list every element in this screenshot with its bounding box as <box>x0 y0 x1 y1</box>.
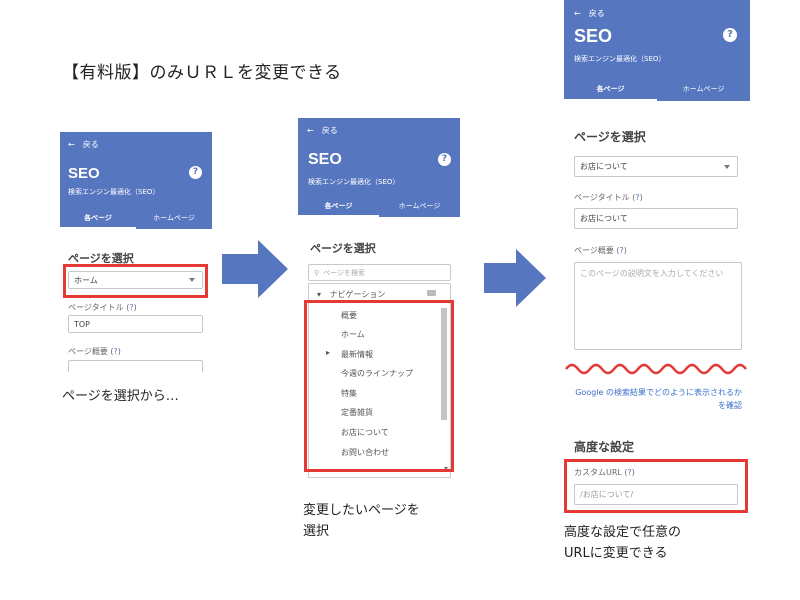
nav-group-label: ナビゲーション <box>329 290 386 299</box>
tab-homepage[interactable]: ホームページ <box>682 85 725 93</box>
caption-step2: 変更したいページを 選択 <box>303 503 420 539</box>
tab-homepage[interactable]: ホームページ <box>398 202 441 210</box>
page-select-value: ホーム <box>74 275 98 285</box>
back-link[interactable]: ← 戻る <box>68 140 99 149</box>
chevron-down-icon <box>724 164 730 169</box>
cut-wave-divider <box>565 363 747 375</box>
help-icon[interactable]: ? <box>189 166 202 179</box>
seo-panel-step3: ← 戻る SEO ? 検索エンジン最適化（SEO） 各ページ ホームページ ペー… <box>564 0 750 515</box>
caret-right-icon[interactable]: ▸ <box>326 348 331 357</box>
page-summary-label: ページ概要 (?) <box>68 347 121 356</box>
caret-down-icon: ▾ <box>317 290 322 299</box>
summary-placeholder: このページの説明文を入力してください <box>580 269 724 278</box>
advanced-settings-heading: 高度な設定 <box>574 440 635 454</box>
list-item[interactable]: 今週のラインナップ <box>341 369 413 378</box>
help-icon[interactable]: ? <box>619 246 624 255</box>
list-item[interactable]: お店について <box>341 428 389 437</box>
chevron-down-icon[interactable]: ▾ <box>443 464 448 473</box>
seo-subtitle: 検索エンジン最適化（SEO） <box>574 55 666 63</box>
google-preview-link[interactable]: Google の検索結果でどのように表示されるかを確認 <box>575 388 742 410</box>
highlight-select-step1 <box>63 264 208 298</box>
list-item[interactable]: 定番雑貨 <box>341 408 373 417</box>
help-icon[interactable]: ? <box>113 347 118 356</box>
custom-url-field[interactable]: /お店について/ <box>574 484 738 505</box>
seo-subtitle: 検索エンジン最適化（SEO） <box>68 188 160 196</box>
chevron-down-icon <box>189 278 195 282</box>
page-heading: 【有料版】のみＵＲＬを変更できる <box>62 63 342 83</box>
seo-subtitle: 検索エンジン最適化（SEO） <box>308 178 400 186</box>
select-page-heading: ページを選択 <box>310 242 376 255</box>
list-item[interactable]: お問い合わせ <box>341 448 389 457</box>
seo-title: SEO <box>574 26 613 46</box>
help-icon[interactable]: ? <box>723 28 737 42</box>
highlight-custom-url <box>564 459 748 513</box>
page-title-field[interactable]: お店について <box>574 208 738 229</box>
help-icon[interactable]: ? <box>129 303 134 312</box>
list-item[interactable]: ホーム <box>341 330 365 339</box>
page-summary-label: ページ概要 (?) <box>574 246 627 255</box>
page-summary-field[interactable] <box>68 360 203 372</box>
select-page-heading: ページを選択 <box>68 252 134 265</box>
page-summary-field[interactable]: このページの説明文を入力してください <box>574 262 742 350</box>
select-page-heading: ページを選択 <box>574 130 646 144</box>
seo-panel-header: ← 戻る SEO ? 検索エンジン最適化（SEO） 各ページ ホームページ <box>564 0 750 101</box>
page-select[interactable]: お店について <box>574 156 738 177</box>
help-icon[interactable]: ? <box>438 153 451 166</box>
list-item[interactable]: 特集 <box>341 389 357 398</box>
search-placeholder: ページを検索 <box>323 268 366 277</box>
seo-title: SEO <box>68 165 100 182</box>
search-icon: ⚲ <box>314 268 320 277</box>
tab-each-page[interactable]: 各ページ <box>298 195 379 217</box>
arrow-right-icon <box>222 240 288 298</box>
page-search-input[interactable]: ⚲ ページを検索 <box>308 264 451 281</box>
tab-each-page[interactable]: 各ページ <box>564 77 657 101</box>
list-item[interactable]: 概要 <box>341 311 357 320</box>
back-link[interactable]: ← 戻る <box>307 126 338 135</box>
page-select-value: お店について <box>580 162 628 171</box>
caption-step1: ページを選択から… <box>62 389 179 404</box>
seo-panel-step2: ← 戻る SEO ? 検索エンジン最適化（SEO） 各ページ ホームページ ペー… <box>298 118 460 478</box>
page-title-label: ページタイトル (?) <box>574 193 643 202</box>
seo-panel-header: ← 戻る SEO ? 検索エンジン最適化（SEO） 各ページ ホームページ <box>298 118 460 217</box>
highlight-page-list <box>304 300 454 472</box>
page-title-label: ページタイトル (?) <box>68 303 137 312</box>
page-select[interactable]: ホーム <box>68 271 203 289</box>
help-icon[interactable]: ? <box>627 468 632 477</box>
seo-title: SEO <box>308 151 342 168</box>
seo-panel-step1: ← 戻る SEO ? 検索エンジン最適化（SEO） 各ページ ホームページ ペー… <box>60 132 212 372</box>
custom-url-label: カスタムURL (?) <box>574 468 635 477</box>
page-title-field[interactable]: TOP <box>68 315 203 333</box>
tab-homepage[interactable]: ホームページ <box>153 214 195 222</box>
help-icon[interactable]: ? <box>635 193 640 202</box>
caption-step3: 高度な設定で任意の URLに変更できる <box>564 525 682 561</box>
nav-group-header[interactable]: ▾ ナビゲーション <box>317 289 385 300</box>
back-link[interactable]: ← 戻る <box>574 9 605 18</box>
tab-each-page[interactable]: 各ページ <box>60 207 136 229</box>
scrollbar-thumb[interactable] <box>441 308 447 420</box>
page-dropdown-list[interactable]: ▾ ナビゲーション 概要 ホーム ▸ 最新情報 今週のラインナップ 特集 定番雑… <box>308 283 451 478</box>
seo-panel-header: ← 戻る SEO ? 検索エンジン最適化（SEO） 各ページ ホームページ <box>60 132 212 229</box>
arrow-right-icon <box>484 249 546 307</box>
folder-icon <box>427 290 436 296</box>
list-item[interactable]: 最新情報 <box>341 350 373 359</box>
